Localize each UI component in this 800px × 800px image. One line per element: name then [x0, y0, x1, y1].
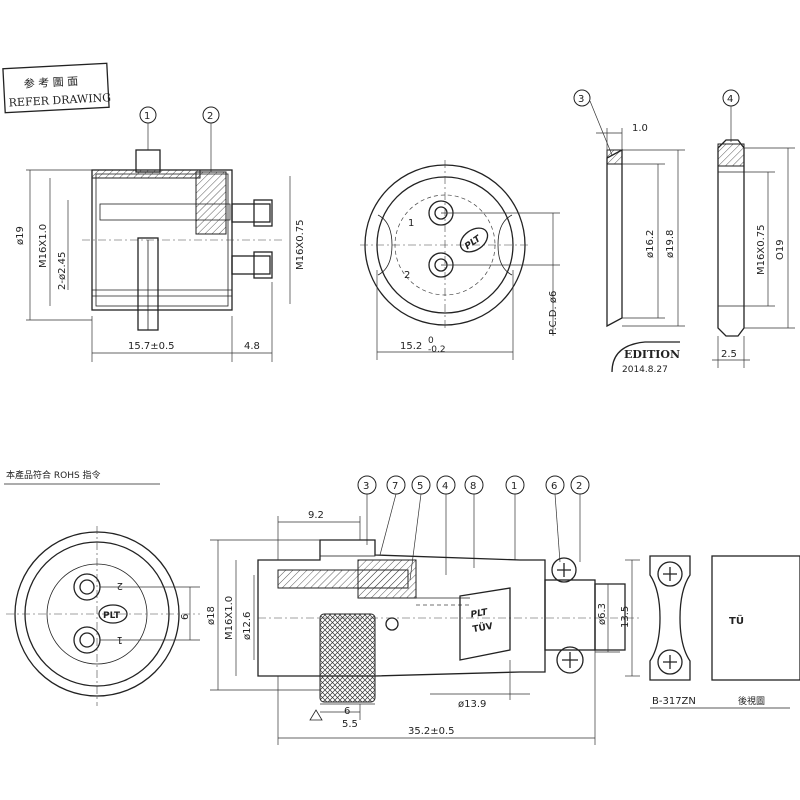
rohs-note: 本產品符合 ROHS 指令 [6, 469, 101, 481]
rear-logo: TÜ [729, 613, 744, 627]
balloon-4-label: 4 [727, 94, 733, 105]
edition-label: EDITION [624, 348, 680, 361]
dim-d-outer: ø19.8 [665, 230, 676, 258]
dim-pins: 2-ø2.45 [57, 252, 68, 290]
balloon-2-label: 2 [207, 111, 213, 122]
dim-d12-6: ø12.6 [242, 612, 253, 640]
assembly-logo-plt: PLT [470, 608, 489, 621]
dim-d6-3: ø6.3 [597, 603, 608, 625]
dim-len-pin: 4.8 [244, 341, 260, 352]
dim-nut-thread: M16X0.75 [756, 225, 767, 275]
dim-d18: ø18 [206, 606, 217, 625]
stamp-cn: 参 考 圖 面 [23, 74, 78, 91]
view-2-front: 1 2 PLT P.C.D. ø6 15.2 0 -0.2 [360, 160, 560, 360]
dim-thread-rear: M16X0.75 [295, 220, 306, 270]
pin-2-label: 2 [404, 270, 410, 281]
stamp-en: REFER DRAWING [8, 91, 111, 109]
dim-tol-lower: -0.2 [428, 345, 446, 355]
part-number: B-317ZN [652, 696, 696, 707]
dim-d-inner: ø16.2 [645, 230, 656, 258]
dim-width: 15.2 [400, 341, 422, 352]
view-4-nut: 4 M16X0.75 O19 2.5 [712, 89, 795, 368]
dim-assembly-thread: M16X1.0 [224, 596, 235, 640]
balloon-1-label: 1 [144, 111, 150, 122]
balloon-5-label: 5 [417, 481, 423, 492]
dim-5-5: 5.5 [342, 719, 358, 730]
balloon-7-label: 7 [392, 481, 398, 492]
assembly-section: 3 7 5 4 8 1 6 2 PLT TÜV [206, 475, 640, 745]
dim-13-5: 13.5 [620, 606, 631, 628]
dim-total: 35.2±0.5 [408, 726, 455, 737]
balloon-1b-label: 1 [511, 481, 517, 492]
dim-dia-outer: ø19 [15, 226, 26, 245]
dim-tol-upper: 0 [428, 336, 434, 346]
assembly-logo-tuv: TÜV [472, 621, 494, 635]
dim-9-2: 9.2 [308, 510, 324, 521]
balloon-3 [573, 89, 591, 107]
pin-1-label: 1 [408, 218, 414, 229]
warning-triangle-icon [309, 709, 323, 721]
edition-date: 2014.8.27 [622, 365, 668, 375]
view-1-side-section: 1 2 ø19 M16X1.0 [15, 106, 306, 362]
balloon-3-label: 3 [578, 94, 584, 105]
balloon-6-label: 6 [551, 481, 557, 492]
view-name: 後視圖 [738, 695, 765, 707]
balloon-3b-label: 3 [363, 481, 369, 492]
refer-drawing-stamp: 参 考 圖 面 REFER DRAWING [2, 62, 111, 114]
edition-stamp: EDITION 2014.8.27 [611, 341, 680, 375]
dim-d13-9: ø13.9 [458, 699, 486, 710]
dim-6: 6 [344, 706, 350, 717]
view-rear: TÜ B-317ZN 後視圖 [649, 555, 800, 709]
view-plug-rear: 本產品符合 ROHS 指令 2 1 PLT 6 [4, 469, 200, 706]
dim-pcd: P.C.D. ø6 [548, 291, 559, 335]
view-3-washer: 3 1.0 ø16.2 ø19.8 [573, 89, 685, 328]
dim-nut-dia: O19 [775, 239, 786, 260]
plug-logo: PLT [103, 611, 121, 621]
logo-plt: PLT [463, 234, 483, 252]
plug-pin-2: 2 [117, 580, 123, 591]
balloon-8-label: 8 [470, 481, 476, 492]
plug-dim-6: 6 [180, 614, 191, 620]
plug-pin-1: 1 [117, 634, 123, 645]
dim-thread-body: M16X1.0 [38, 224, 49, 268]
dim-nut-thk: 2.5 [721, 349, 737, 360]
balloon-4b-label: 4 [442, 481, 448, 492]
balloon-2b-label: 2 [576, 481, 582, 492]
dim-len-body: 15.7±0.5 [128, 341, 175, 352]
dim-thk: 1.0 [632, 123, 648, 134]
